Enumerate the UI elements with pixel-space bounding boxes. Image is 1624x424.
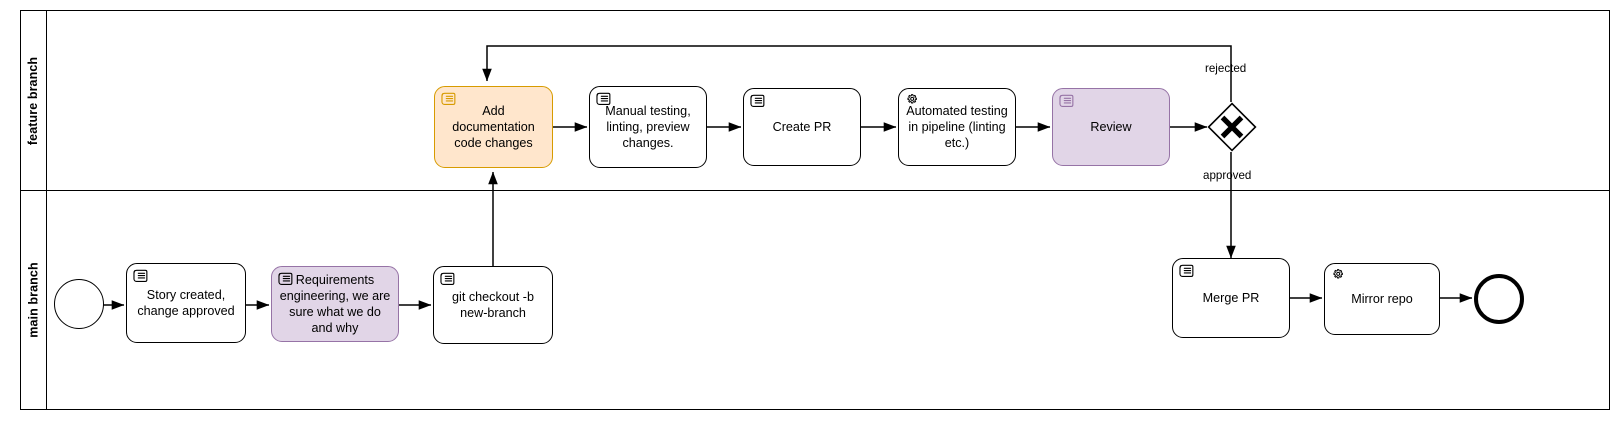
lane-header-feature-branch: feature branch bbox=[21, 11, 47, 190]
task-automated-testing[interactable]: Automated testing in pipeline (linting e… bbox=[898, 88, 1016, 166]
lane-label-feature-branch: feature branch bbox=[26, 56, 41, 145]
task-review[interactable]: Review bbox=[1052, 88, 1170, 166]
task-label: Add documentation code changes bbox=[452, 104, 535, 150]
manual-task-icon bbox=[440, 272, 455, 286]
task-manual-testing[interactable]: Manual testing, linting, preview changes… bbox=[589, 86, 707, 168]
exclusive-gateway[interactable] bbox=[1207, 102, 1257, 152]
service-task-gear-icon bbox=[1333, 269, 1343, 279]
task-story-created[interactable]: Story created, change approved bbox=[126, 263, 246, 343]
task-mirror-repo[interactable]: Mirror repo bbox=[1324, 263, 1440, 335]
end-event[interactable] bbox=[1474, 274, 1524, 324]
task-create-pr[interactable]: Create PR bbox=[743, 88, 861, 166]
lane-header-main-branch: main branch bbox=[21, 191, 47, 409]
task-label: Create PR bbox=[772, 120, 832, 134]
manual-task-icon bbox=[133, 269, 148, 283]
task-label: Mirror repo bbox=[1351, 292, 1413, 306]
process-pool: feature branch main branch bbox=[20, 10, 1610, 410]
manual-task-icon bbox=[750, 94, 765, 108]
manual-task-icon bbox=[1059, 94, 1074, 108]
task-label: Merge PR bbox=[1202, 291, 1260, 305]
task-label: Story created, change approved bbox=[137, 288, 235, 318]
flow-label-rejected: rejected bbox=[1205, 62, 1247, 75]
task-label: Requirements engineering, we are sure wh… bbox=[279, 273, 391, 335]
lane-feature-branch: feature branch bbox=[21, 11, 1609, 191]
task-label: Automated testing in pipeline (linting e… bbox=[906, 104, 1008, 150]
task-label: git checkout -b new-branch bbox=[452, 290, 534, 320]
task-label: Review bbox=[1090, 120, 1132, 134]
lane-label-main-branch: main branch bbox=[26, 262, 41, 338]
task-requirements-engineering[interactable]: Requirements engineering, we are sure wh… bbox=[271, 266, 399, 342]
task-git-checkout[interactable]: git checkout -b new-branch bbox=[433, 266, 553, 344]
start-event[interactable] bbox=[54, 279, 104, 329]
task-add-documentation[interactable]: Add documentation code changes bbox=[434, 86, 553, 168]
lane-main-branch: main branch bbox=[21, 191, 1609, 409]
task-label: Manual testing, linting, preview changes… bbox=[605, 104, 691, 150]
manual-task-icon bbox=[1179, 264, 1194, 278]
task-merge-pr[interactable]: Merge PR bbox=[1172, 258, 1290, 338]
flow-label-approved: approved bbox=[1203, 169, 1252, 182]
